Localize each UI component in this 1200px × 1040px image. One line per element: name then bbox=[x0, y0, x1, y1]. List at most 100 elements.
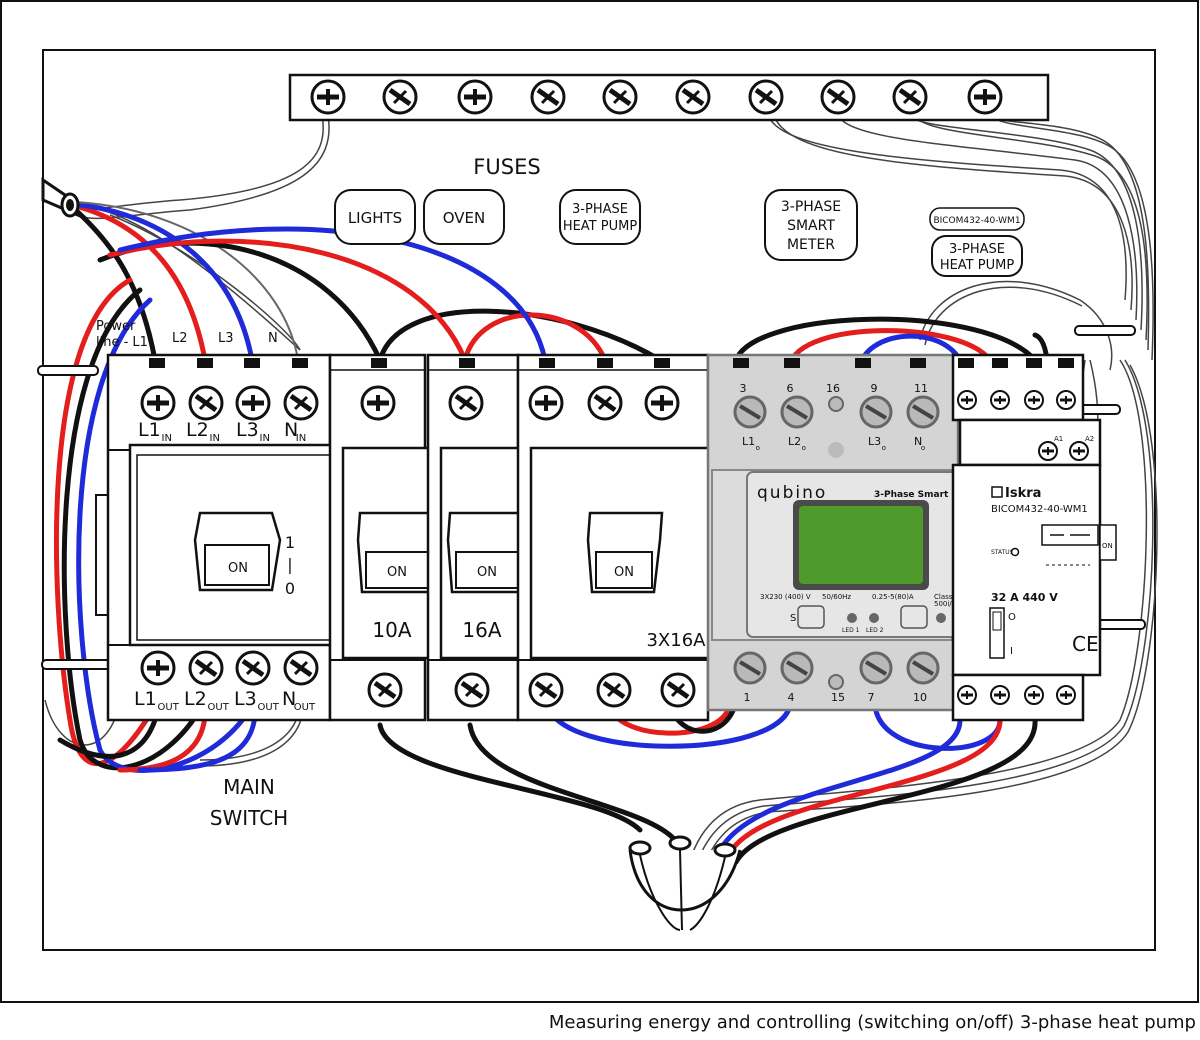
smart-meter-label-3: METER bbox=[787, 237, 835, 253]
main-switch-caption-2: SWITCH bbox=[210, 806, 288, 830]
meter-bottom-number-4: 10 bbox=[913, 691, 927, 704]
main-switch-top-terminal-2-sub: IN bbox=[260, 433, 270, 444]
lights-label: LIGHTS bbox=[348, 209, 402, 227]
main-switch-top-terminal-0-main: L1 bbox=[138, 419, 161, 441]
contactor-status-label: STATUS bbox=[991, 549, 1014, 556]
breaker-10a-on: ON bbox=[387, 565, 407, 580]
meter-top-label-2-sub: o bbox=[882, 444, 886, 452]
meter-top-label-3: No bbox=[914, 435, 925, 452]
smart-meter-label-2: SMART bbox=[787, 218, 835, 234]
breaker-3x16a-on: ON bbox=[614, 565, 634, 580]
meter-top-label-0-main: L1 bbox=[742, 435, 755, 448]
contactor: A1 A2 Iskra BICOM432-40-WM1 ON STATUS 32… bbox=[951, 353, 1117, 722]
panel-frame bbox=[42, 49, 1156, 951]
oven-label: OVEN bbox=[443, 209, 486, 227]
meter-spec-0: 3X230 (400) V bbox=[760, 593, 811, 601]
l3-wire-label: L3 bbox=[218, 331, 234, 346]
meter-s-button-label: S bbox=[790, 613, 796, 624]
meter-top-number-4: 11 bbox=[914, 382, 928, 395]
main-wires bbox=[54, 201, 1051, 865]
fuse-label-oven: OVEN bbox=[423, 189, 505, 245]
fuse-label-smart-meter: 3-PHASE SMART METER bbox=[764, 189, 858, 261]
contactor-o-label: O bbox=[1008, 612, 1016, 623]
n-wire-label: N bbox=[268, 331, 278, 346]
meter-led2-label: LED 2 bbox=[866, 627, 884, 634]
main-switch-bottom-terminal-1-sub: OUT bbox=[208, 702, 230, 713]
power-line-label-1: Power bbox=[96, 319, 136, 334]
main-switch-bottom-terminal-0-main: L1 bbox=[134, 688, 157, 710]
meter-imp: 500i/kWh bbox=[934, 600, 967, 608]
breaker-16a-on: ON bbox=[477, 565, 497, 580]
fuse-label-lights: LIGHTS bbox=[334, 189, 416, 245]
meter-brand: qubino bbox=[757, 483, 827, 503]
bicom-heat-pump-label-2: HEAT PUMP bbox=[940, 258, 1015, 273]
contactor-switch-on: ON bbox=[1102, 542, 1113, 550]
meter-bottom-number-0: 1 bbox=[744, 691, 751, 704]
main-switch-top-terminal-2-main: L3 bbox=[236, 419, 259, 441]
meter-top-number-0: 3 bbox=[740, 382, 747, 395]
incoming-cable bbox=[41, 177, 82, 219]
contactor-i-label: I bbox=[1010, 646, 1013, 657]
main-switch-bottom-terminal-3-sub: OUT bbox=[294, 702, 316, 713]
fuse-label-heat-pump: 3-PHASE HEAT PUMP bbox=[559, 189, 641, 245]
main-switch-top-terminal-3: NIN bbox=[284, 419, 306, 444]
main-switch-bottom-terminal-3-main: N bbox=[282, 688, 296, 710]
input-labels: Power line - L1 L2 L3 N bbox=[96, 319, 278, 350]
main-switch-bottom-terminal-2-sub: OUT bbox=[258, 702, 280, 713]
contactor-brand: Iskra bbox=[1005, 486, 1041, 501]
main-switch-bottom-terminal-0-sub: OUT bbox=[158, 702, 180, 713]
main-switch-top-terminal-1-sub: IN bbox=[210, 433, 220, 444]
contactor-a2: A2 bbox=[1085, 435, 1094, 443]
contactor-ce-mark: CE bbox=[1072, 632, 1099, 656]
meter-spec-3: Class B bbox=[934, 593, 960, 601]
main-switch: ON 1 | 0 bbox=[95, 353, 342, 722]
meter-top-number-1: 6 bbox=[787, 382, 794, 395]
meter-top-label-1-sub: o bbox=[802, 444, 806, 452]
smart-meter-label-1: 3-PHASE bbox=[781, 199, 841, 215]
meter-top-label-0-sub: o bbox=[756, 444, 760, 452]
main-switch-scale-0: 0 bbox=[285, 579, 295, 598]
smart-meter: qubino 3-Phase Smart Meter 3X230 (400) V… bbox=[706, 353, 982, 712]
meter-title: 3-Phase Smart Meter bbox=[874, 490, 982, 500]
fuses-title: FUSES bbox=[473, 155, 540, 179]
contactor-model: BICOM432-40-WM1 bbox=[991, 504, 1088, 515]
breaker-10a: ON 10A bbox=[328, 353, 442, 722]
contactor-a1: A1 bbox=[1054, 435, 1063, 443]
main-switch-top-terminal-0-sub: IN bbox=[162, 433, 172, 444]
meter-top-label-3-sub: o bbox=[921, 444, 925, 452]
l2-wire-label: L2 bbox=[172, 331, 188, 346]
meter-led1-label: LED 1 bbox=[842, 627, 860, 634]
bicom-model-label: BICOM432-40-WM1 bbox=[933, 216, 1020, 226]
main-switch-bottom-terminal-1-main: L2 bbox=[184, 688, 207, 710]
breaker-10a-rating: 10A bbox=[372, 618, 411, 642]
outer-frame bbox=[0, 0, 1199, 1003]
power-line-label-2: line - L1 bbox=[96, 335, 148, 350]
fuse-label-bicom: BICOM432-40-WM1 3-PHASE HEAT PUMP bbox=[929, 207, 1025, 277]
heat-pump-label-1: 3-PHASE bbox=[572, 202, 628, 217]
bicom-heat-pump-label-1: 3-PHASE bbox=[949, 242, 1005, 257]
main-switch-caption-1: MAIN bbox=[223, 775, 275, 799]
meter-spec-2: 0.25-5(80)A bbox=[872, 593, 914, 601]
meter-bottom-number-1: 4 bbox=[788, 691, 795, 704]
breaker-16a-rating: 16A bbox=[462, 618, 501, 642]
breaker-3x16a-rating: 3X16A bbox=[646, 630, 706, 651]
breaker-3x16a: ON 3X16A bbox=[516, 353, 718, 722]
meter-top-label-2-main: L3 bbox=[868, 435, 881, 448]
conduit-bundle bbox=[628, 835, 742, 931]
main-switch-bottom-terminal-2-main: L3 bbox=[234, 688, 257, 710]
main-switch-on-label: ON bbox=[228, 561, 248, 576]
main-switch-top-terminal-3-main: N bbox=[284, 419, 298, 441]
